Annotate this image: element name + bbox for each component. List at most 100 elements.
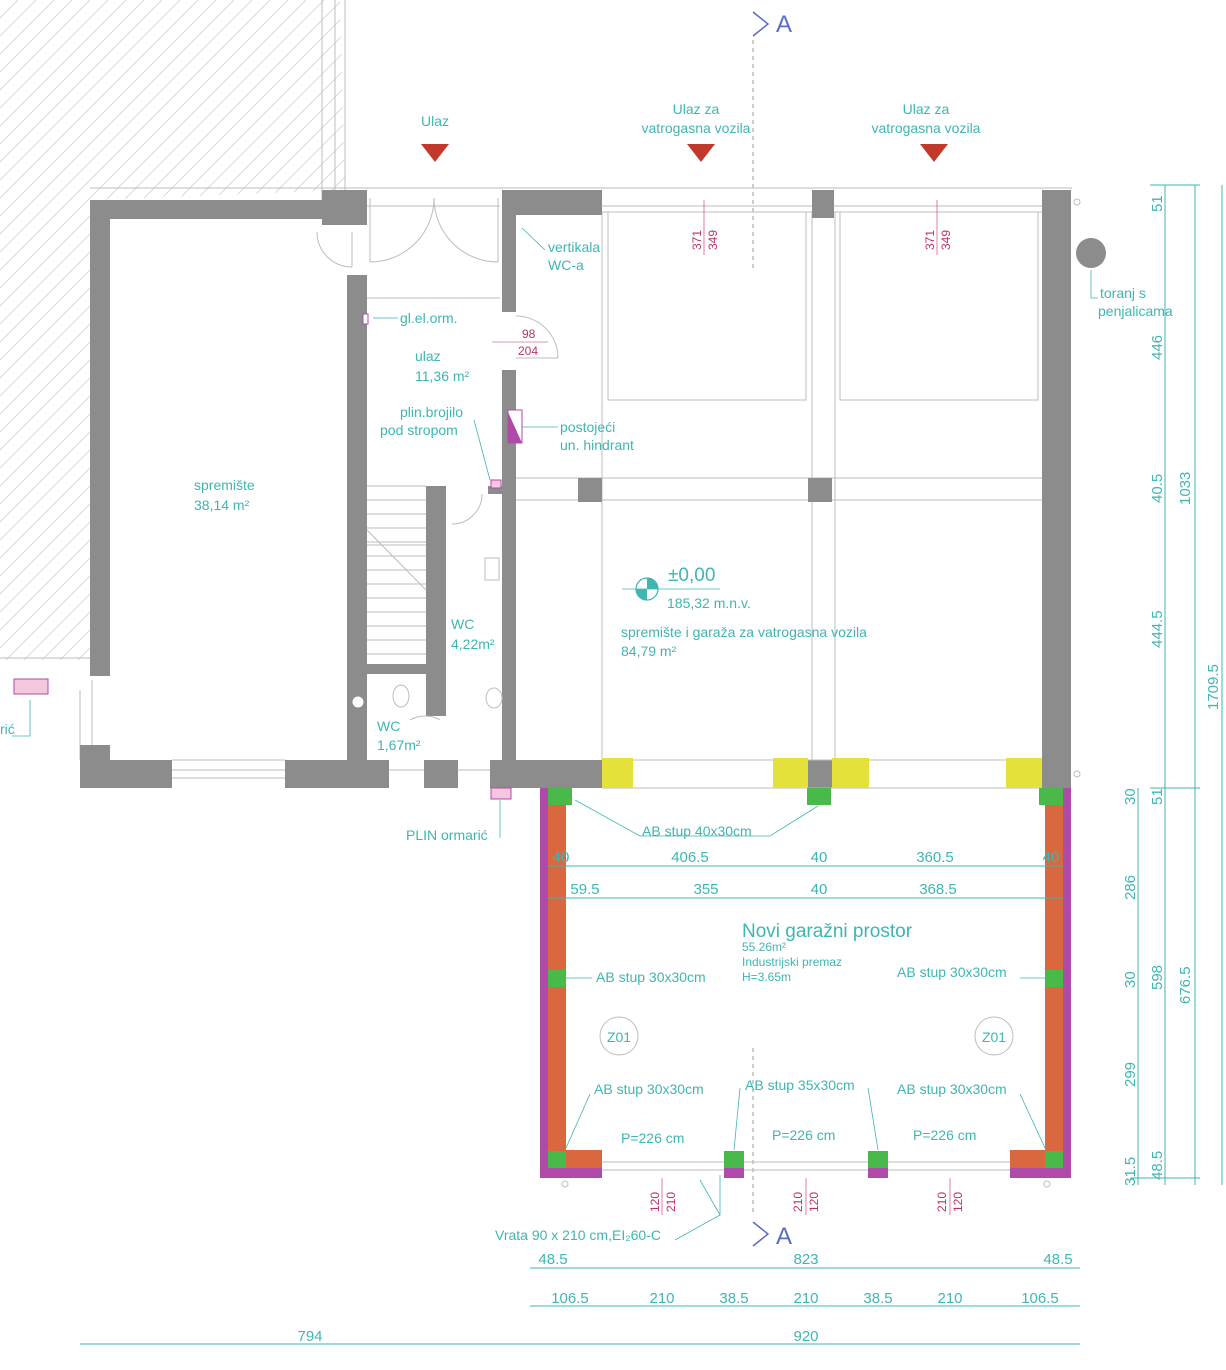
wall-north-storage: [90, 200, 350, 219]
dimension-texts: 40 406.5 40 360.5 40 59.5 355 40 368.5 4…: [297, 195, 1222, 1345]
column-green: [548, 970, 566, 987]
note: plin.brojilo: [400, 404, 463, 420]
dim-text: 286: [1122, 875, 1139, 900]
door-dim: 210: [791, 1192, 805, 1212]
note: penjalicama: [1098, 303, 1173, 319]
level-marker-icon: [622, 577, 720, 601]
door-dim: 120: [951, 1192, 965, 1212]
dim-text: 444.5: [1149, 610, 1166, 648]
column-green: [1045, 1151, 1063, 1168]
dim-text: 406.5: [671, 849, 709, 866]
dim-text: 40: [811, 849, 828, 866]
tower-icon: [1076, 238, 1106, 268]
room-area: 1,67m²: [377, 737, 421, 753]
dim-text: 51: [1149, 195, 1166, 212]
wall-entry-east: [502, 190, 516, 312]
room-area: 4,22m²: [451, 636, 495, 652]
openings: [389, 759, 1042, 789]
dim-text: 360.5: [916, 849, 954, 866]
notes: vertikala WC-a gl.el.orm. plin.brojilo p…: [0, 239, 1173, 1243]
dim-text: 210: [793, 1290, 818, 1307]
dim-text: 823: [793, 1251, 818, 1268]
door-dim: 371: [923, 230, 937, 250]
entrance-label: Ulaz: [421, 113, 449, 129]
column-green: [1039, 788, 1063, 805]
note: pod stropom: [380, 422, 458, 438]
level-mnv: 185,32 m.n.v.: [667, 595, 751, 611]
room-name: spremište: [194, 477, 255, 493]
gas-cabinet-icon: [490, 787, 512, 800]
room-name: WC: [377, 718, 400, 734]
tag: Z01: [982, 1029, 1006, 1045]
door-dim: 204: [518, 344, 538, 358]
door-dim: 349: [706, 230, 720, 250]
column-green: [548, 1151, 566, 1168]
door-dim: 120: [648, 1192, 662, 1212]
existing-walls: [80, 190, 1071, 788]
gas-cabinet-icon: [13, 678, 49, 695]
section-line: A A: [752, 11, 792, 1250]
wall-stub: [488, 486, 502, 494]
wall-east: [1042, 190, 1071, 788]
dim-text: 106.5: [551, 1290, 589, 1307]
note: AB stup 30x30cm: [897, 964, 1007, 980]
note: AB stup 30x30cm: [897, 1081, 1007, 1097]
dim-text: 676.5: [1177, 966, 1194, 1004]
dim-text: 598: [1149, 965, 1166, 990]
door-dim: 98: [522, 327, 536, 341]
dim-text: 210: [649, 1290, 674, 1307]
note: P=226 cm: [772, 1127, 835, 1143]
column-yellow: [773, 758, 808, 788]
room-area: 38,14 m²: [194, 497, 250, 513]
dim-text: 30: [1122, 971, 1139, 988]
vehicle-entrance-label: vatrogasna vozila: [872, 120, 981, 136]
stairs: [366, 485, 427, 655]
dim-text: 40.5: [1149, 474, 1166, 503]
note: WC-a: [548, 257, 584, 273]
dim-text: 106.5: [1021, 1290, 1059, 1307]
note: AB stup 30x30cm: [596, 969, 706, 985]
room-name: spremište i garaža za vatrogasna vozila: [621, 624, 867, 640]
level-value: ±0,00: [668, 565, 715, 586]
dim-text: 368.5: [919, 881, 957, 898]
room-name: WC: [451, 616, 474, 632]
wall-wc-partition: [365, 664, 435, 674]
leaders: [12, 227, 1098, 1241]
room-name: Novi garažni prostor: [742, 921, 913, 942]
column-green: [868, 1151, 888, 1168]
door-dim: 210: [935, 1192, 949, 1212]
vehicle-entrance-label: Ulaz za: [903, 101, 950, 117]
door-dim: 349: [939, 230, 953, 250]
gas-meter-icon: [490, 479, 502, 489]
entrance-arrow-icon: [920, 144, 948, 162]
dim-text: 40: [811, 881, 828, 898]
note: gl.el.orm.: [400, 310, 458, 326]
room-floor: Industrijski premaz: [742, 955, 842, 969]
electric-cabinet-icon: [362, 313, 369, 325]
entrance-arrow-icon: [421, 144, 449, 162]
dim-text: 40: [1043, 849, 1060, 866]
wall-south-1: [80, 760, 172, 788]
wall-storage-east: [347, 275, 367, 760]
note: P=226 cm: [913, 1127, 976, 1143]
room-height: H=3.65m: [742, 970, 791, 984]
note: AB stup 40x30cm: [642, 823, 752, 839]
note: P=226 cm: [621, 1130, 684, 1146]
room-name: ulaz: [415, 348, 441, 364]
z01-tag-icon: [974, 1016, 1014, 1056]
dim-text: 30: [1122, 788, 1139, 805]
dim-text: 299: [1122, 1062, 1139, 1087]
door-dimensions: 98 204 371 349 371 349 120 210 210 120 2…: [492, 200, 965, 1215]
dim-text: 920: [793, 1328, 818, 1345]
dim-text: 38.5: [863, 1290, 892, 1307]
dim-text: 210: [937, 1290, 962, 1307]
entrance-markers: Ulaz Ulaz za vatrogasna vozila Ulaz za v…: [421, 101, 981, 162]
wall-south-pier: [808, 760, 832, 788]
wall-segment: [322, 190, 367, 225]
dim-text: 40: [553, 849, 570, 866]
dimension-lines: [80, 184, 1223, 1345]
fixtures: [13, 238, 1106, 1056]
room-area: 11,36 m²: [415, 368, 470, 384]
room-labels: spremište 38,14 m² ulaz 11,36 m² WC 4,22…: [194, 348, 913, 984]
